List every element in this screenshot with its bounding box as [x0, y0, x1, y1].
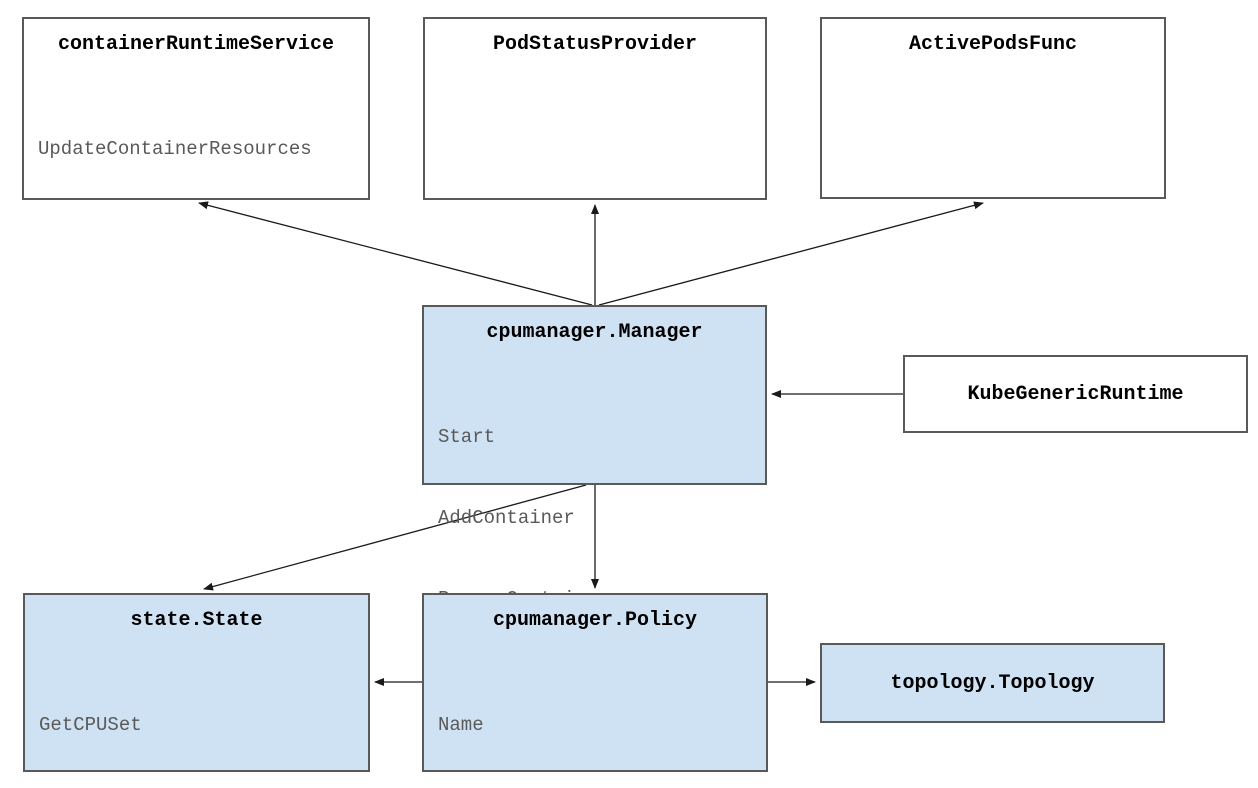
box-kube-generic-runtime: KubeGenericRuntime	[903, 355, 1248, 433]
box-title: cpumanager.Manager	[486, 321, 703, 344]
method-item: Start	[438, 426, 496, 448]
box-title: state.State	[130, 609, 263, 632]
method-list: GetCPUSet GetDefaultCPUSet SetCPUSet Set…	[25, 658, 368, 788]
arrow-manager-to-activepodsfunc	[598, 201, 984, 306]
box-title: topology.Topology	[890, 671, 1095, 695]
box-title: containerRuntimeService	[57, 33, 335, 56]
box-state-state: state.State GetCPUSet GetDefaultCPUSet S…	[23, 593, 370, 772]
box-active-pods-func: ActivePodsFunc	[820, 17, 1166, 199]
method-item: AddContainer	[438, 507, 575, 529]
box-title: PodStatusProvider	[492, 33, 698, 56]
box-pod-status-provider: PodStatusProvider	[423, 17, 767, 200]
box-topology-topology: topology.Topology	[820, 643, 1165, 723]
method-list: Name AddContainer RemoveContainer	[424, 658, 766, 788]
box-cpumanager-policy: cpumanager.Policy Name AddContainer Remo…	[422, 593, 768, 772]
box-cpumanager-manager: cpumanager.Manager Start AddContainer Re…	[422, 305, 767, 691]
box-title: KubeGenericRuntime	[967, 382, 1184, 406]
method-list: UpdateContainerResources	[24, 82, 368, 217]
box-title: cpumanager.Policy	[492, 609, 698, 632]
arrow-manager-to-containerruntimeservice	[198, 201, 593, 306]
method-item: UpdateContainerResources	[38, 138, 312, 160]
method-item: GetCPUSet	[39, 714, 142, 736]
box-container-runtime-service: containerRuntimeService UpdateContainerR…	[22, 17, 370, 200]
box-title: ActivePodsFunc	[908, 33, 1078, 56]
method-item: Name	[438, 714, 484, 736]
